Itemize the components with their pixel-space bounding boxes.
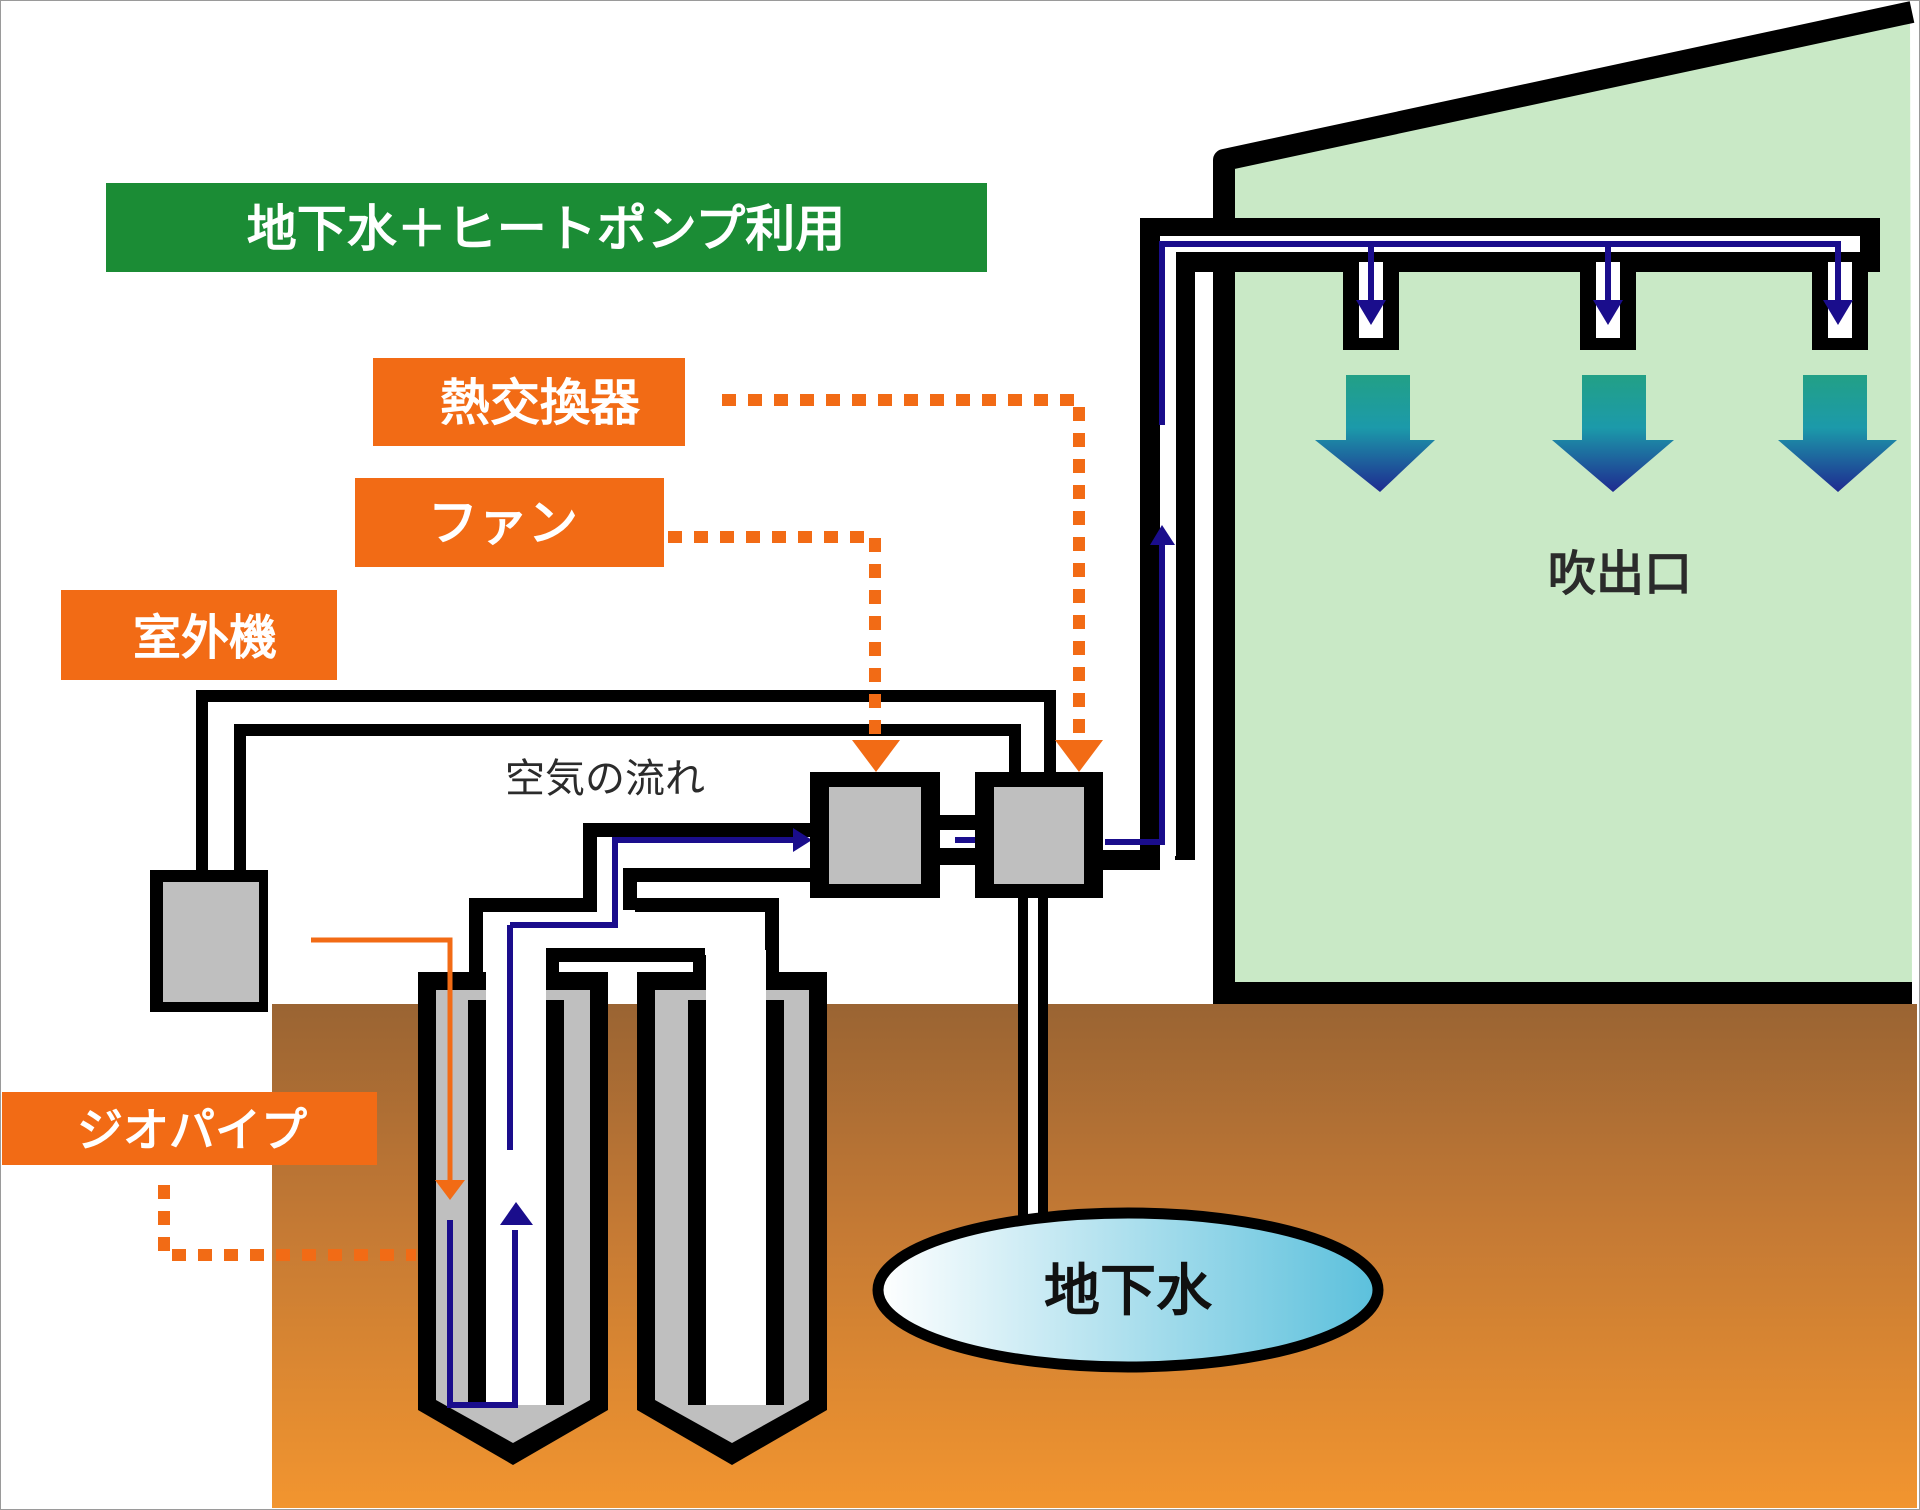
outdoor-unit <box>150 870 268 1012</box>
down-arrow-icon <box>1552 375 1674 492</box>
air-flow-arrow-icon <box>1150 525 1175 545</box>
orange-arrow-icon <box>1055 740 1103 772</box>
outdoor-unit-pipe <box>196 690 1056 875</box>
heat-exchanger-label: 熱交換器 <box>440 374 641 432</box>
groundwater-label: 地下水 <box>1044 1259 1213 1324</box>
air-flow-arrow-icon <box>500 1202 533 1225</box>
air-flow-arrow-icon <box>793 828 812 852</box>
outlet-label: 吹出口 <box>1548 546 1692 602</box>
orange-arrow-icon <box>852 740 900 772</box>
fan-label: ファン <box>428 494 578 552</box>
air-flow-line-geo <box>447 545 1165 1408</box>
label-fan: ファン <box>355 478 664 567</box>
air-flow-arrow-icon <box>1593 300 1623 325</box>
label-leaders <box>158 394 1085 1261</box>
geo-pipe-right <box>637 950 827 1465</box>
air-flow-arrow-icon <box>1356 300 1386 325</box>
air-flow-label: 空気の流れ <box>505 756 705 802</box>
page-title: 地下水＋ヒートポンプ利用 <box>247 200 846 258</box>
title-banner: 地下水＋ヒートポンプ利用 <box>106 183 987 272</box>
building <box>1213 1 1915 1004</box>
label-heat-exchanger: 熱交換器 <box>373 358 685 446</box>
label-geo-pipe: ジオパイプ <box>2 1092 377 1165</box>
down-arrow-icon <box>1778 375 1897 492</box>
fan-unit <box>810 772 940 898</box>
heat-exchanger-unit <box>975 772 1103 898</box>
air-flow-arrow-icon <box>1823 300 1853 325</box>
groundwater-pipe <box>1018 898 1048 1216</box>
outdoor-unit-label: 室外機 <box>133 610 277 666</box>
geo-pipe-label: ジオパイプ <box>77 1103 307 1157</box>
orange-arrow-icon <box>435 1180 465 1200</box>
groundwater-reservoir: 地下水 <box>872 1207 1384 1373</box>
outlet-air-arrows <box>1315 375 1897 492</box>
label-outdoor-unit: 室外機 <box>61 590 337 680</box>
air-flow-line-ceiling <box>1159 241 1841 425</box>
geo-pipe-leader <box>311 937 453 1180</box>
down-arrow-icon <box>1315 375 1435 492</box>
